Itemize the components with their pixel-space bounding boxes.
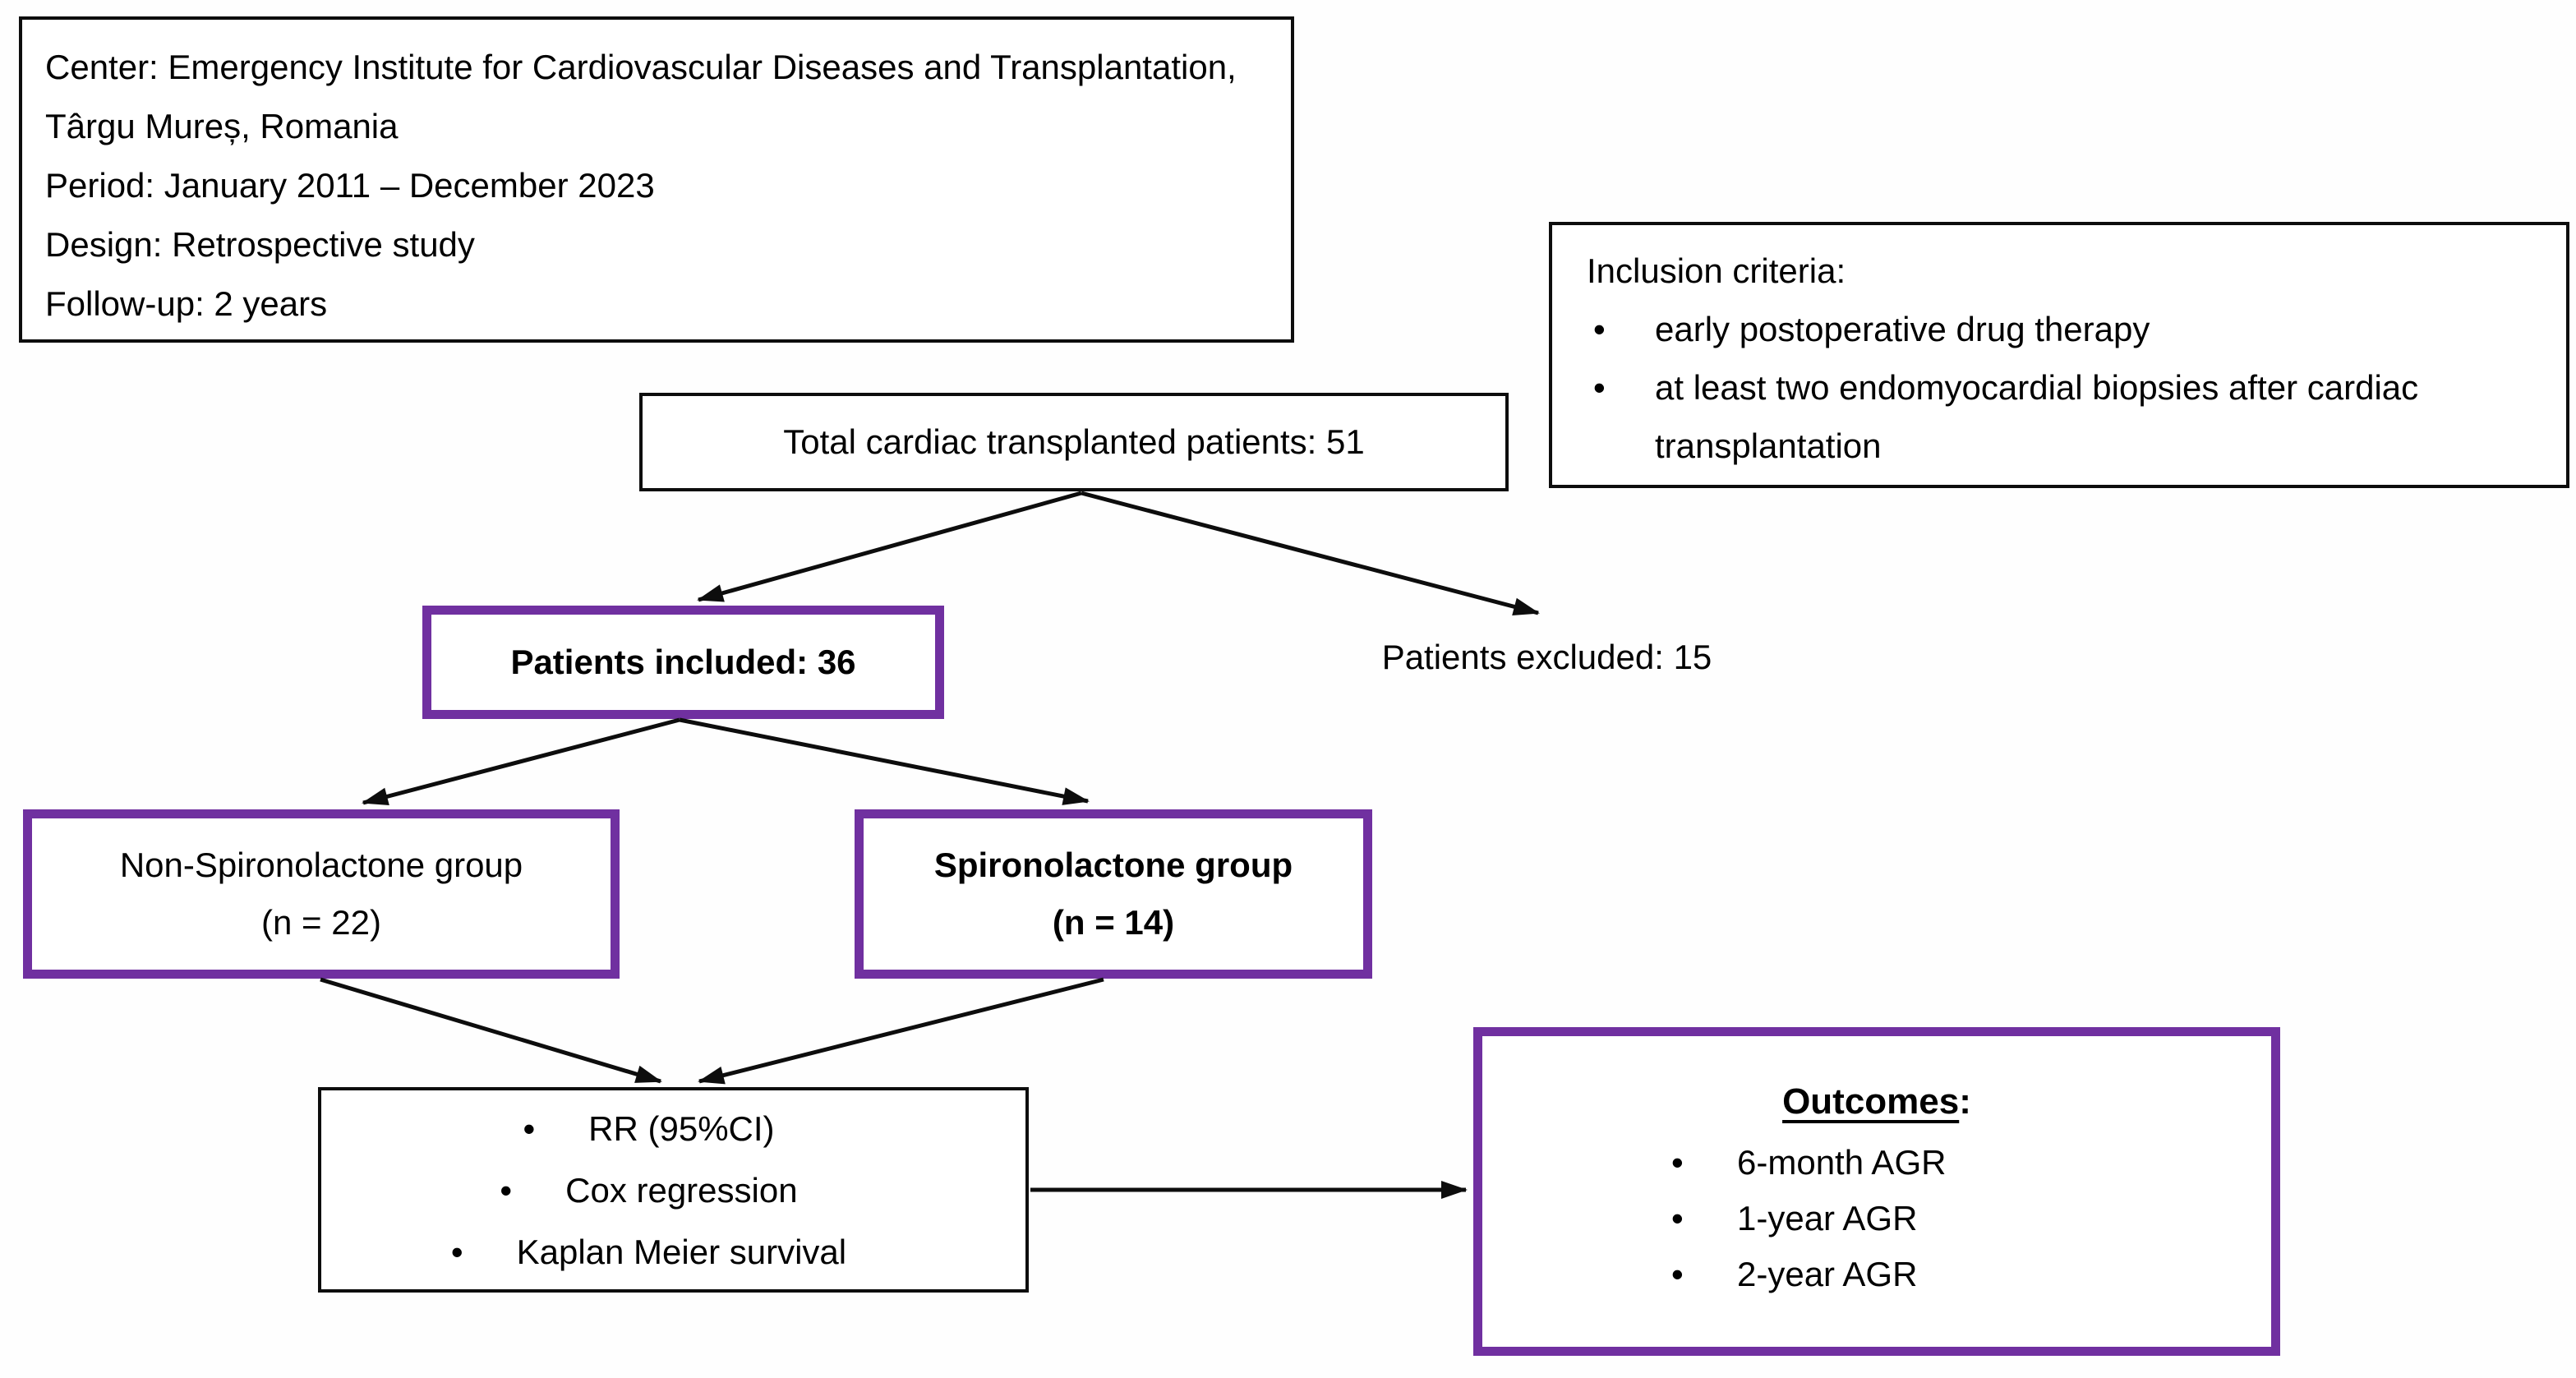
study-info-box: Center: Emergency Institute for Cardiova… <box>19 16 1294 343</box>
spironolactone-group-n: (n = 14) <box>1052 903 1175 942</box>
outcome-item: • 2-year AGR <box>1482 1247 2271 1302</box>
analysis-item: • Kaplan Meier survival <box>321 1221 976 1283</box>
arrow-included-to-nonspironolactone <box>362 717 680 806</box>
arrow-spironolactone-to-analysis <box>698 977 1104 1085</box>
bullet-icon: • <box>1671 1199 1684 1237</box>
bullet-icon: • <box>1671 1255 1684 1293</box>
analysis-item: • RR (95%CI) <box>321 1098 976 1159</box>
analysis-item-text: RR (95%CI) <box>588 1108 775 1148</box>
arrow-total-to-excluded <box>1081 491 1540 616</box>
study-info-line: Follow-up: 2 years <box>45 284 328 323</box>
outcome-item-text: 2-year AGR <box>1737 1255 1918 1293</box>
inclusion-criteria-item: • at least two endomyocardial biopsies a… <box>1577 358 2444 475</box>
statistical-analysis-box: • RR (95%CI) • Cox regression • Kaplan M… <box>318 1087 1029 1293</box>
inclusion-criteria-title: Inclusion criteria: <box>1587 251 1846 290</box>
bullet-icon: • <box>523 1108 536 1148</box>
patients-excluded-label: Patients excluded: 15 <box>1381 638 1712 676</box>
arrow-included-to-spironolactone <box>679 717 1090 805</box>
outcomes-title-colon: : <box>1959 1081 1971 1122</box>
bullet-icon: • <box>1671 1143 1684 1182</box>
inclusion-criteria-item-text: at least two endomyocardial biopsies aft… <box>1655 368 2419 465</box>
outcomes-title-text: Outcomes <box>1782 1081 1960 1122</box>
non-spironolactone-group-box: Non-Spironolactone group (n = 22) <box>23 809 620 979</box>
study-info-line: Period: January 2011 – December 2023 <box>45 166 655 205</box>
outcome-item-text: 6-month AGR <box>1737 1143 1947 1182</box>
outcome-item: • 1-year AGR <box>1482 1191 2271 1247</box>
non-spironolactone-group-n: (n = 22) <box>261 903 381 942</box>
bullet-icon: • <box>450 1232 463 1271</box>
study-info-line: Design: Retrospective study <box>45 225 475 264</box>
outcomes-box: Outcomes: • 6-month AGR • 1-year AGR • 2… <box>1473 1027 2280 1356</box>
analysis-item-text: Kaplan Meier survival <box>516 1232 847 1271</box>
study-info-line: Center: Emergency Institute for Cardiova… <box>45 48 1237 145</box>
inclusion-criteria-item-text: early postoperative drug therapy <box>1655 310 2150 348</box>
arrow-total-to-included <box>697 491 1082 602</box>
inclusion-criteria-box: Inclusion criteria: • early postoperativ… <box>1549 222 2569 488</box>
analysis-item: • Cox regression <box>321 1159 976 1221</box>
patients-included-box: Patients included: 36 <box>422 606 944 719</box>
outcome-item-text: 1-year AGR <box>1737 1199 1918 1237</box>
arrow-nonspironolactone-to-analysis <box>320 977 662 1084</box>
spironolactone-group-name: Spironolactone group <box>933 846 1293 884</box>
outcome-item: • 6-month AGR <box>1482 1135 2271 1191</box>
total-patients-box: Total cardiac transplanted patients: 51 <box>639 393 1509 491</box>
bullet-icon: • <box>1593 368 1606 407</box>
bullet-icon: • <box>500 1170 513 1210</box>
outcomes-title: Outcomes: <box>1482 1076 2271 1128</box>
non-spironolactone-group-name: Non-Spironolactone group <box>119 846 523 884</box>
patients-included-label: Patients included: 36 <box>510 643 856 681</box>
total-patients-label: Total cardiac transplanted patients: 51 <box>783 422 1365 461</box>
inclusion-criteria-item: • early postoperative drug therapy <box>1577 300 2444 358</box>
spironolactone-group-box: Spironolactone group (n = 14) <box>855 809 1372 979</box>
bullet-icon: • <box>1593 310 1606 348</box>
analysis-item-text: Cox regression <box>565 1170 798 1210</box>
